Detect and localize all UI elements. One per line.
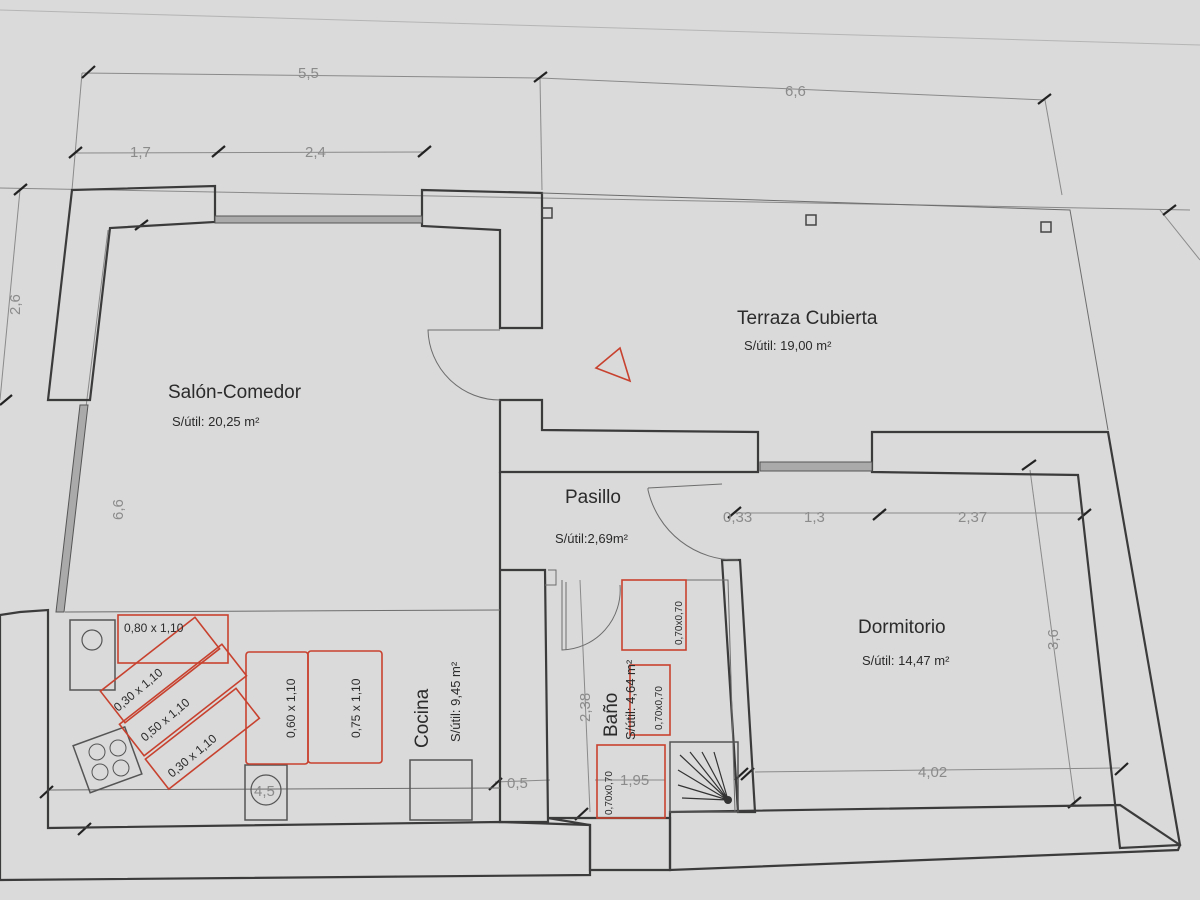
shower-tray-icon bbox=[669, 741, 739, 813]
dim-left-height: 2,6 bbox=[7, 294, 24, 315]
room-name-dormitorio: Dormitorio bbox=[858, 617, 946, 638]
clearance-label-b3: 0,70x0,70 bbox=[604, 771, 615, 815]
pillar-marker-2 bbox=[805, 214, 817, 226]
room-name-terraza: Terraza Cubierta bbox=[737, 308, 878, 329]
room-area-salon: S/útil: 20,25 m² bbox=[172, 414, 260, 429]
washer-icon bbox=[244, 764, 288, 821]
paper-edge-line bbox=[0, 9, 1200, 46]
clearance-label-k1: 0,80 x 1,10 bbox=[124, 621, 184, 635]
stove-icon bbox=[72, 725, 143, 794]
dorm-window bbox=[759, 461, 873, 472]
dim-dorm-width-1: 0,33 bbox=[723, 509, 752, 526]
pillar-marker-1 bbox=[541, 207, 553, 219]
dim-bath-height: 2,38 bbox=[577, 693, 594, 722]
dim-top-left-total: 5,5 bbox=[298, 65, 319, 82]
room-name-cocina: Cocina bbox=[412, 688, 433, 748]
room-area-dormitorio: S/útil: 14,47 m² bbox=[862, 653, 950, 668]
kitchen-fixtures bbox=[69, 619, 473, 821]
room-name-salon: Salón-Comedor bbox=[168, 382, 302, 403]
doors bbox=[427, 329, 739, 651]
dim-top-segment-1: 1,7 bbox=[130, 144, 151, 161]
dim-kitchen-item: 4,5 bbox=[254, 783, 275, 800]
clearance-label-k5: 0,60 x 1,10 bbox=[284, 678, 298, 738]
clearance-label-k6: 0,75 x 1,10 bbox=[349, 678, 363, 738]
clearance-label-b2: 0,70x0,70 bbox=[654, 686, 665, 730]
pillar-marker-3 bbox=[1040, 221, 1052, 233]
salon-window bbox=[214, 215, 423, 224]
entrance-triangle-icon bbox=[594, 346, 632, 383]
dim-dorm-bottom-width: 4,02 bbox=[918, 764, 947, 781]
room-name-pasillo: Pasillo bbox=[565, 487, 621, 508]
dim-salon-height: 6,6 bbox=[110, 499, 127, 520]
dim-bath-width: 1,95 bbox=[620, 772, 649, 789]
room-name-bano: Baño bbox=[601, 693, 622, 737]
room-area-cocina: S/útil: 9,45 m² bbox=[448, 661, 463, 742]
dim-dorm-width-2: 1,3 bbox=[804, 509, 825, 526]
room-area-bano: S/útil: 4,64 m² bbox=[623, 659, 638, 740]
dim-dorm-height: 3,6 bbox=[1045, 629, 1062, 650]
room-area-pasillo: S/útil:2,69m² bbox=[555, 531, 629, 546]
kitchen-sink-icon bbox=[69, 619, 116, 691]
fridge-icon bbox=[409, 759, 473, 821]
dim-dorm-width-3: 2,37 bbox=[958, 509, 987, 526]
clearance-label-b1: 0,70x0,70 bbox=[674, 601, 685, 645]
dim-top-segment-2: 2,4 bbox=[305, 144, 326, 161]
dim-bath-gap: 0,5 bbox=[507, 775, 528, 792]
kitchen-clearances bbox=[99, 614, 383, 791]
walls bbox=[0, 184, 1182, 882]
bath-fixtures bbox=[596, 579, 739, 819]
dim-top-right-total: 6,6 bbox=[785, 83, 806, 100]
room-area-terraza: S/útil: 19,00 m² bbox=[744, 338, 832, 353]
